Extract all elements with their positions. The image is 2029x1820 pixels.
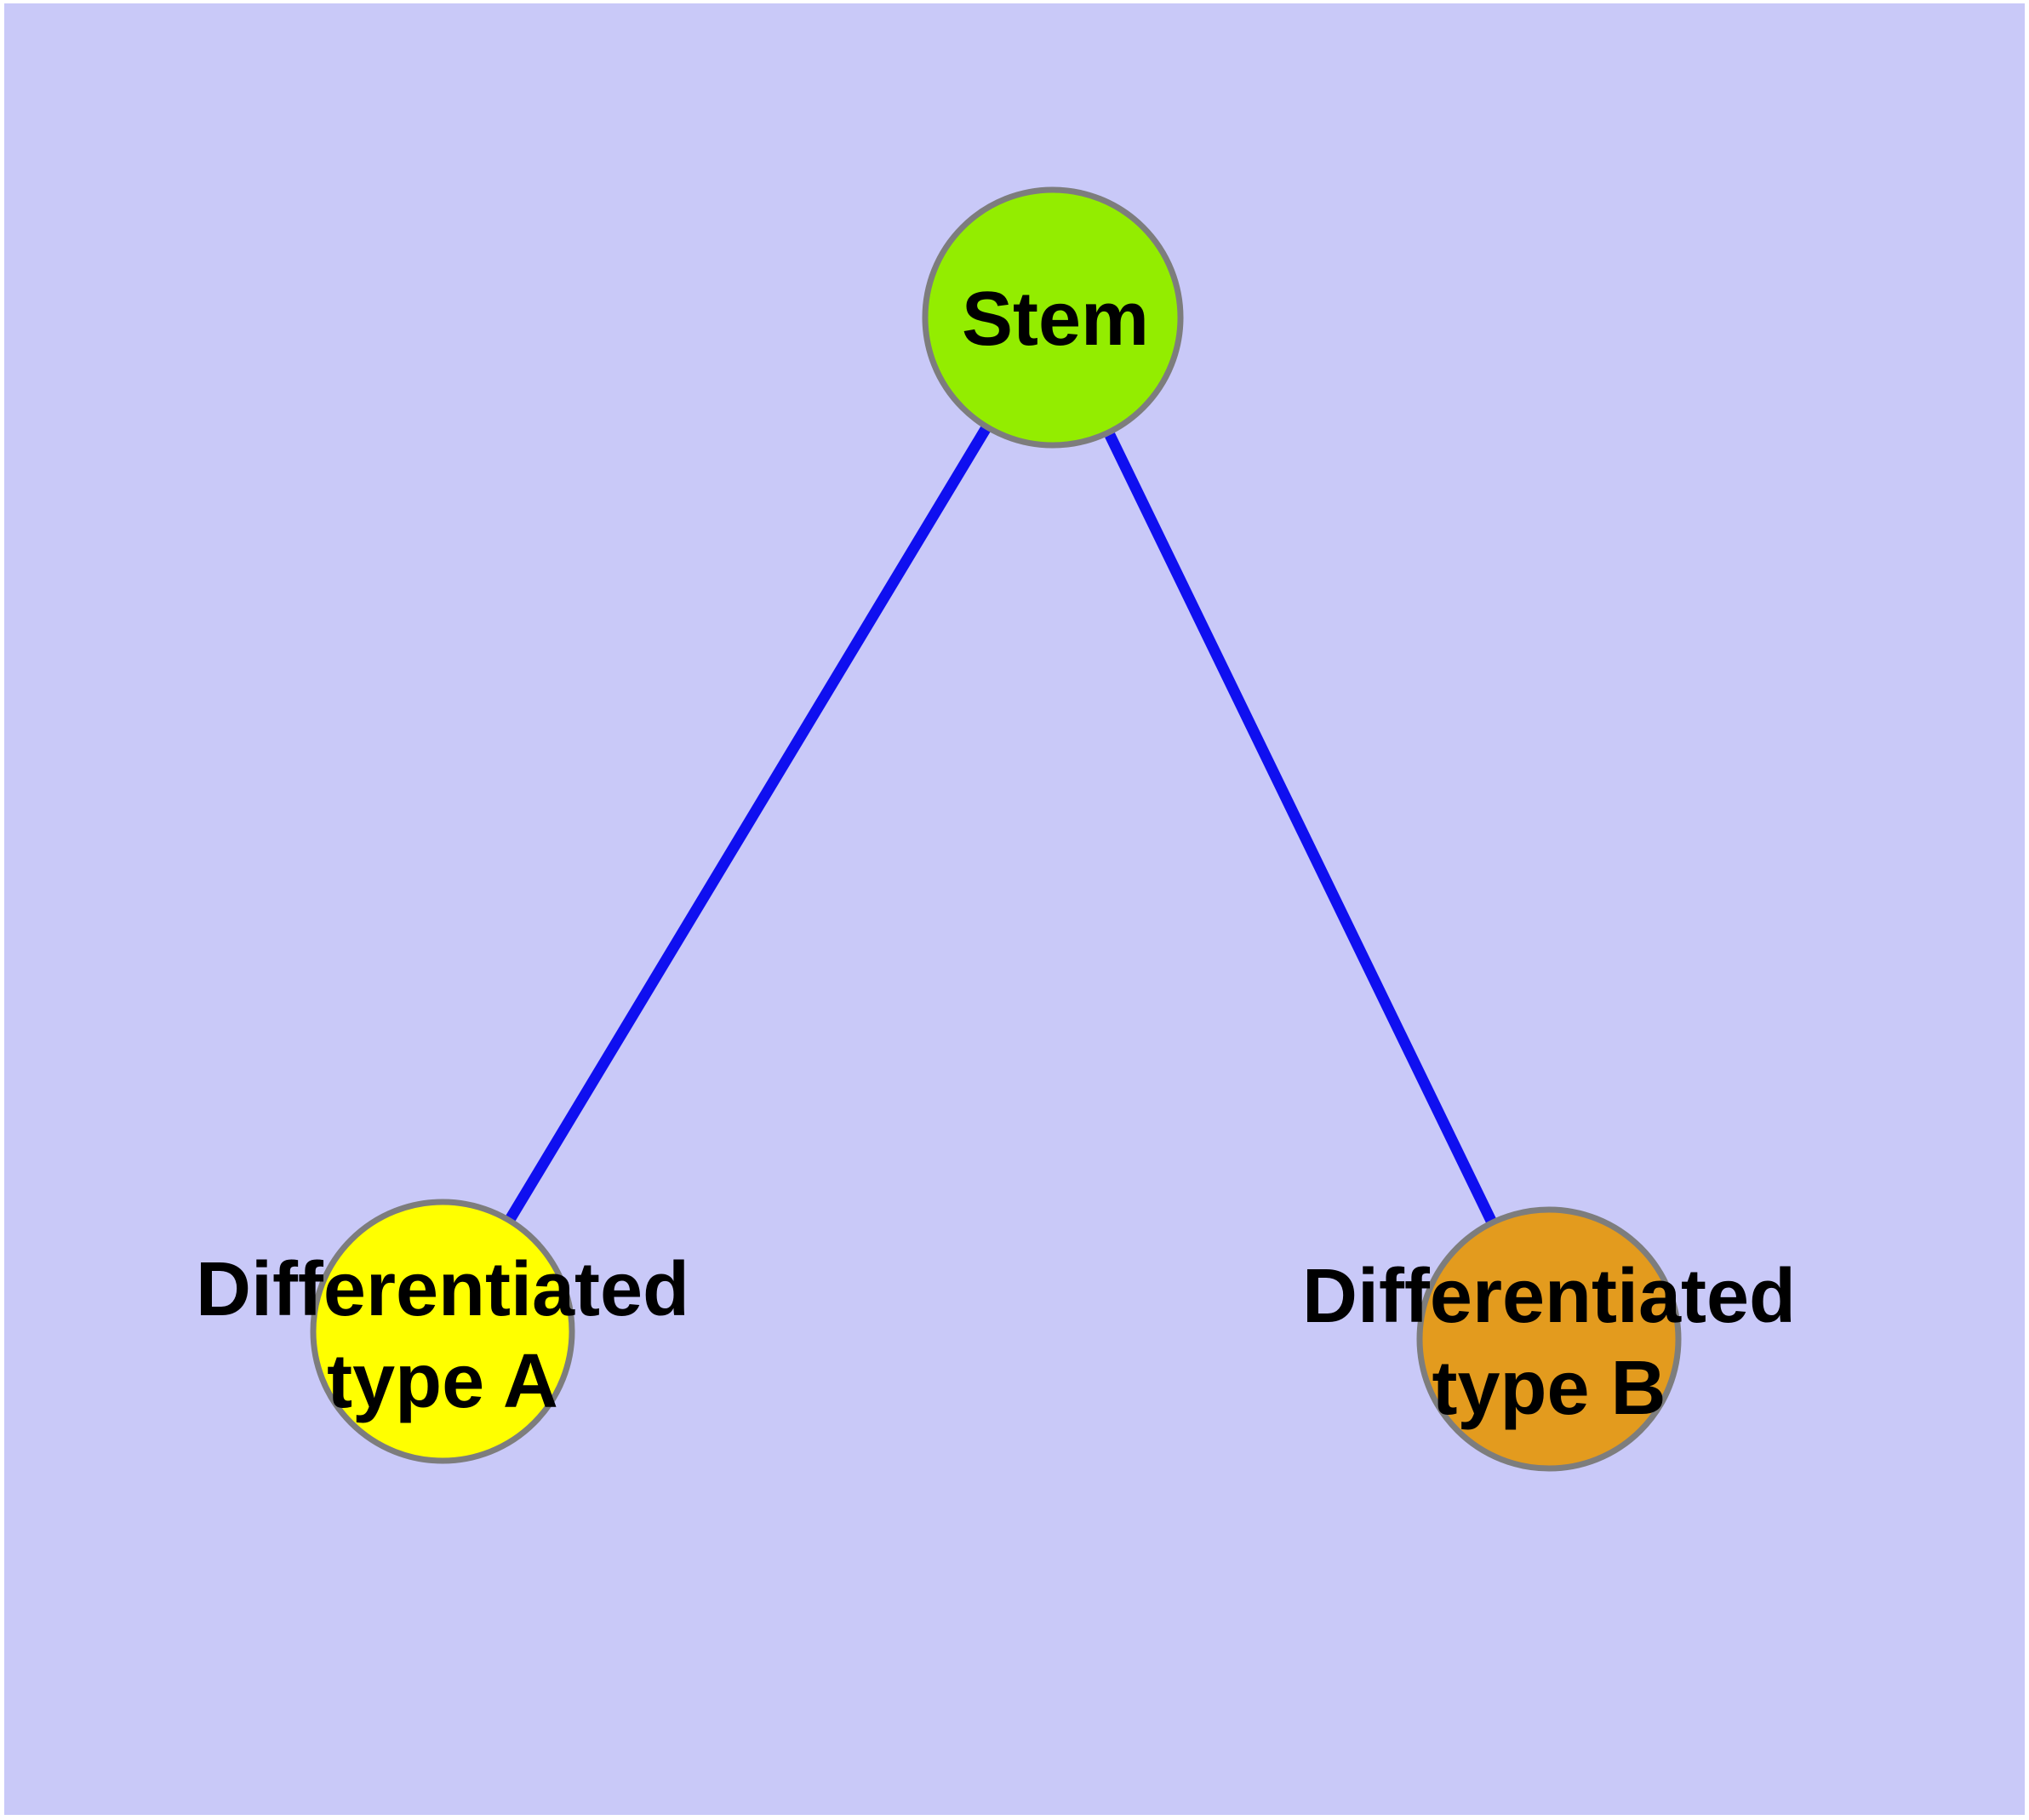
node-type-a-label-line2: type A xyxy=(327,1339,558,1424)
edge-stem-to-type-b xyxy=(1105,432,1496,1223)
edge-stem-to-type-a xyxy=(506,426,991,1222)
node-stem-circle xyxy=(922,186,1184,449)
node-type-a-circle xyxy=(310,1199,575,1464)
node-type-b-label-line1: Differentiated xyxy=(1302,1254,1796,1339)
node-type-a-label-line1: Differentiated xyxy=(196,1247,689,1332)
node-stem-label: Stem xyxy=(962,277,1149,362)
node-type-b-label-line2: type B xyxy=(1432,1346,1666,1431)
node-type-b-circle xyxy=(1416,1206,1682,1472)
